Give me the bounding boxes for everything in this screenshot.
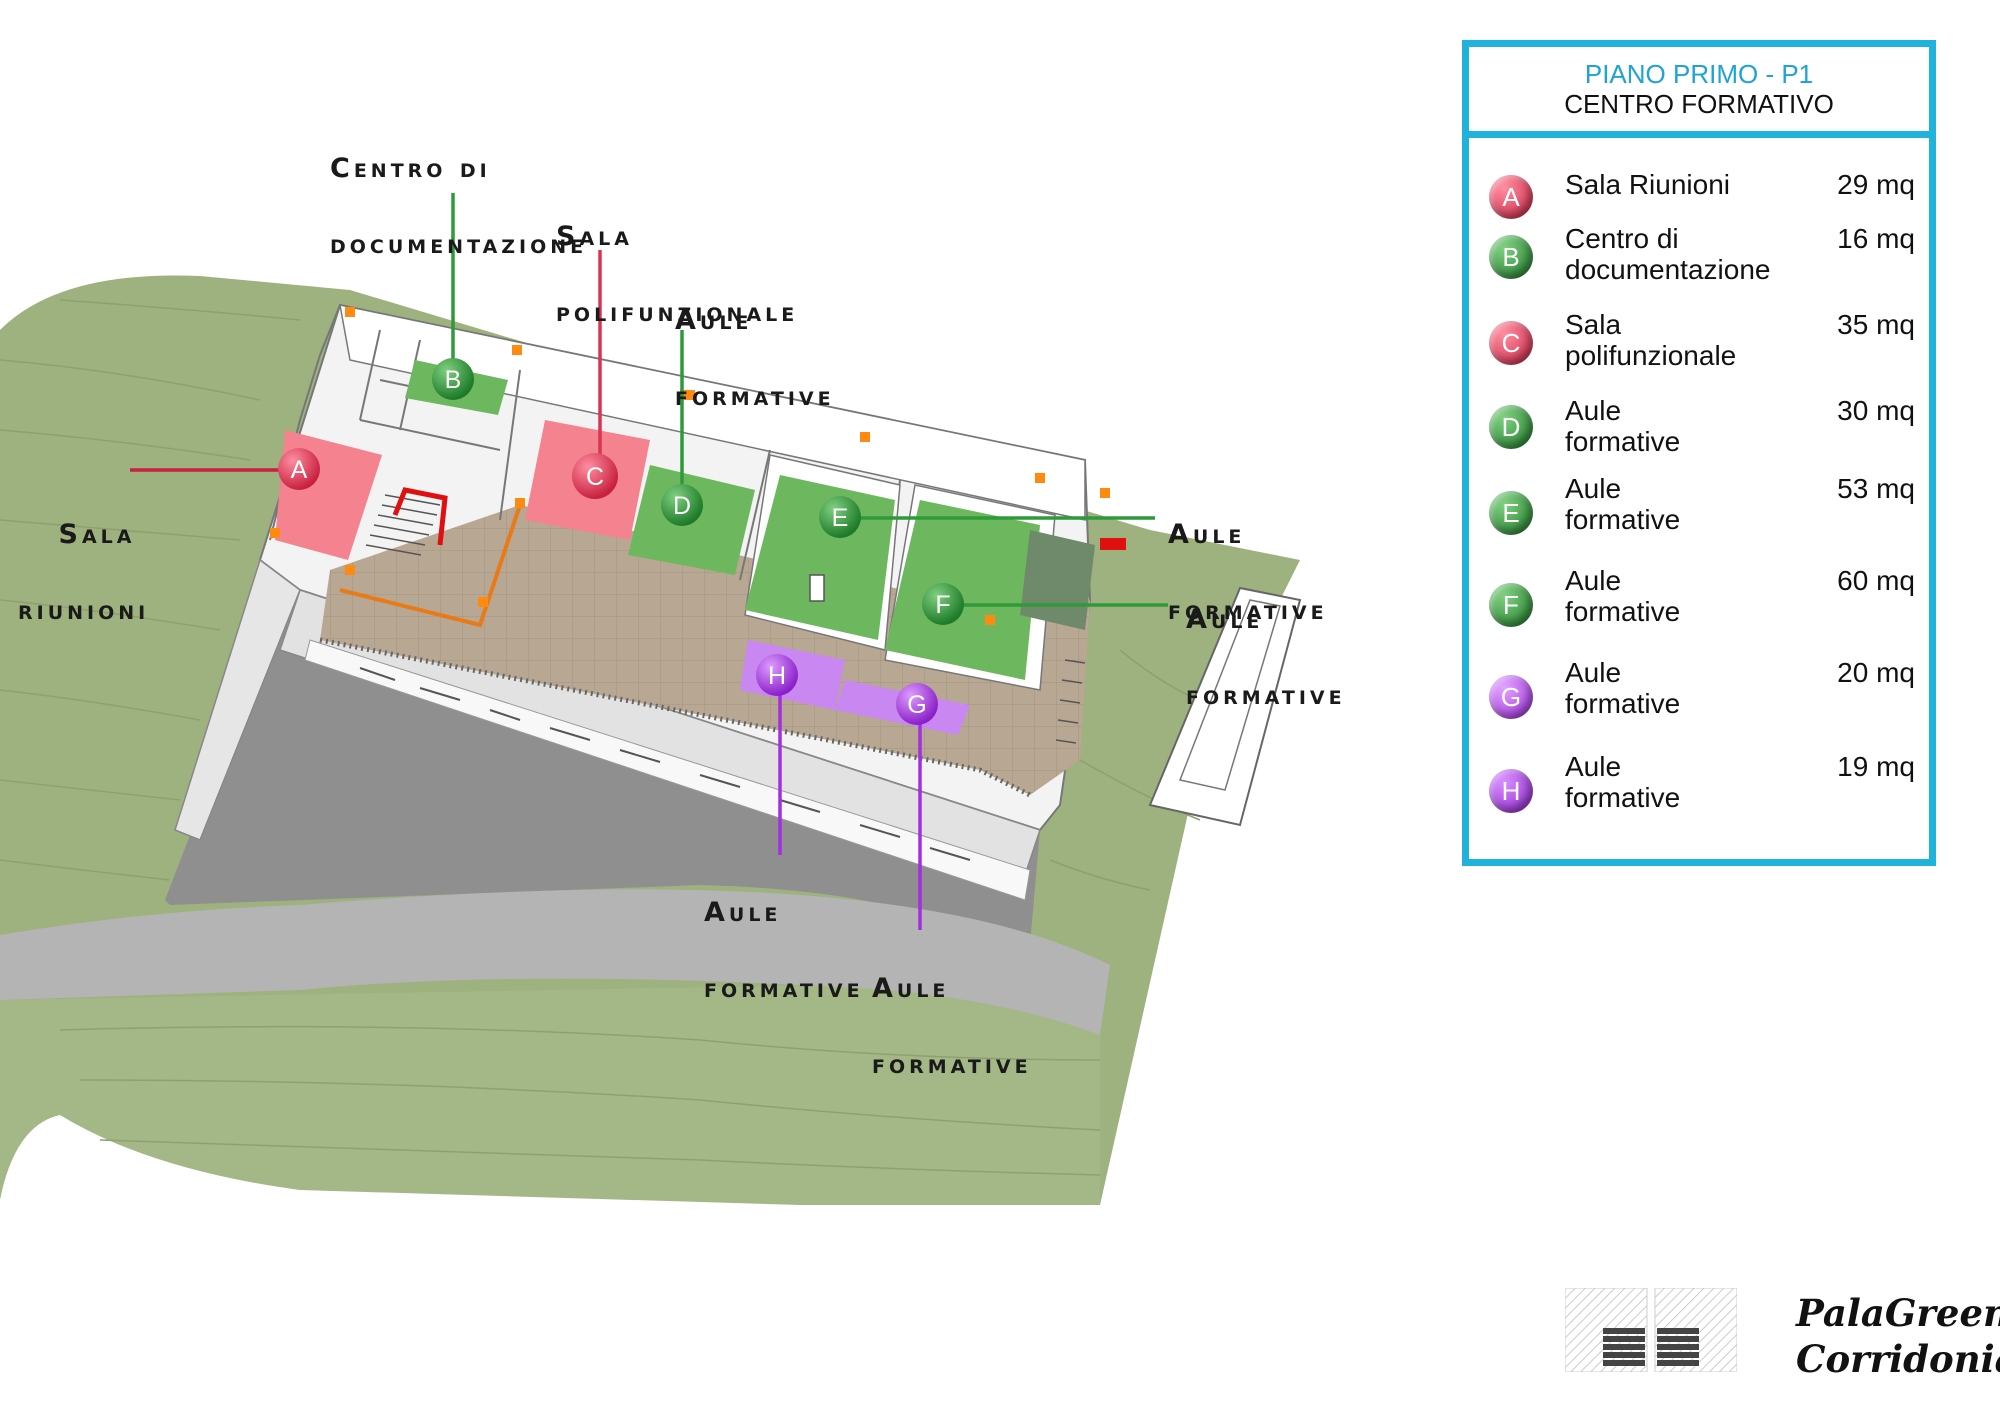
- building-logo-icon: [1565, 1288, 1737, 1372]
- columns: [270, 307, 1110, 625]
- callout-c-line1: Sala: [556, 221, 633, 252]
- callout-b-line2: documentazione: [330, 229, 588, 260]
- brand-wordmark: PalaGreen Corridonia: [1796, 1290, 2000, 1382]
- brand-line1: PalaGreen: [1796, 1291, 2000, 1335]
- plan-badge-b: B: [432, 358, 474, 400]
- legend-area-c: 35 mq: [1837, 309, 1915, 340]
- callout-g: Aule formative: [872, 932, 1032, 1122]
- svg-text:F: F: [935, 591, 950, 619]
- legend-badge-d: D: [1489, 405, 1533, 449]
- legend-name-f: Aule formative: [1565, 565, 1681, 627]
- callout-c: Sala polifunzionale: [556, 180, 798, 370]
- legend-area-g: 20 mq: [1837, 657, 1915, 688]
- grass-terrain-lower: [0, 980, 1100, 1205]
- legend-badge-a: A: [1489, 175, 1533, 219]
- red-marker: [1100, 538, 1126, 550]
- legend-area-b: 16 mq: [1837, 223, 1915, 254]
- callout-f-line2: formative: [1186, 680, 1346, 711]
- plan-badge-e: E: [819, 496, 861, 538]
- callout-e-line2: formative: [1168, 595, 1328, 626]
- legend-header: PIANO PRIMO - P1 CENTRO FORMATIVO: [1469, 47, 1929, 138]
- legend-badge-e: E: [1489, 491, 1533, 535]
- svg-text:C: C: [586, 463, 604, 491]
- legend-name-a: Sala Riunioni: [1565, 169, 1730, 200]
- callout-b-line1: Centro di: [330, 153, 491, 184]
- stairs: [365, 494, 1086, 744]
- plan-badge-f: F: [922, 583, 964, 625]
- legend-panel: PIANO PRIMO - P1 CENTRO FORMATIVO A Sala…: [1462, 40, 1936, 866]
- legend-name-d: Aule formative: [1565, 395, 1681, 457]
- orange-edge: [339, 504, 522, 628]
- road: [0, 889, 1110, 1035]
- legend-badge-f: F: [1489, 583, 1533, 627]
- plan-badge-h: H: [756, 654, 798, 696]
- terrain-edge: [0, 1115, 120, 1230]
- callout-c-line2: polifunzionale: [556, 297, 799, 328]
- legend-badge-h: H: [1489, 769, 1533, 813]
- legend-name-g: Aule formative: [1565, 657, 1681, 719]
- svg-text:E: E: [832, 504, 849, 532]
- legend-badge-b: B: [1489, 235, 1533, 279]
- callout-e: Aule formative: [1168, 478, 1328, 668]
- callout-f-line1: Aule: [1186, 604, 1264, 635]
- callout-a-line2: riunioni: [18, 595, 150, 626]
- callout-d-line1: Aule: [675, 305, 753, 336]
- legend-name-h: Aule formative: [1565, 751, 1681, 813]
- plan-badge-a: A: [278, 448, 320, 490]
- contour-lines: [0, 299, 1251, 1176]
- plan-badge-g: G: [896, 683, 938, 725]
- brand-line2: Corridonia: [1796, 1337, 2000, 1381]
- leader-lines: [130, 193, 1168, 930]
- legend-title: PIANO PRIMO - P1: [1584, 59, 1814, 89]
- legend-badge-g: G: [1489, 675, 1533, 719]
- building-facade-lower: [304, 639, 1031, 901]
- callout-b: Centro di documentazione: [330, 112, 587, 302]
- svg-text:A: A: [291, 456, 308, 484]
- callout-d: Aule formative: [675, 264, 835, 454]
- callout-e-line1: Aule: [1168, 519, 1246, 550]
- north-wing: [339, 304, 1086, 521]
- legend-area-h: 19 mq: [1837, 751, 1915, 782]
- left-wall: [174, 558, 301, 841]
- svg-text:D: D: [673, 492, 691, 520]
- svg-text:G: G: [907, 691, 926, 719]
- callout-g-line1: Aule: [872, 973, 950, 1004]
- callout-g-line2: formative: [872, 1049, 1032, 1080]
- callout-a: Sala riunioni: [18, 478, 176, 668]
- legend-name-e: Aule formative: [1565, 473, 1681, 535]
- callout-f: Aule formative: [1186, 563, 1346, 753]
- legend-badge-c: C: [1489, 321, 1533, 365]
- legend-area-d: 30 mq: [1837, 395, 1915, 426]
- facade-windows: [359, 667, 971, 861]
- callout-h-line1: Aule: [704, 897, 782, 928]
- callout-h: Aule formative: [704, 856, 864, 1046]
- callout-a-line1: Sala: [58, 519, 136, 550]
- plan-badge-c: C: [572, 453, 618, 499]
- stair-railing: [392, 487, 448, 546]
- side-building-inner: [1178, 599, 1281, 791]
- terrace-railing: [319, 637, 1032, 798]
- side-building: [1148, 586, 1302, 827]
- legend-subtitle: CENTRO FORMATIVO: [1564, 89, 1834, 119]
- legend-name-b: Centro di documentazione: [1565, 223, 1771, 285]
- plan-badge-d: D: [661, 484, 703, 526]
- legend-area-e: 53 mq: [1837, 473, 1915, 504]
- legend-area-a: 29 mq: [1837, 169, 1915, 200]
- legend-area-f: 60 mq: [1837, 565, 1915, 596]
- svg-text:B: B: [445, 366, 462, 394]
- callout-d-line2: formative: [675, 381, 835, 412]
- room-f-floor: [885, 500, 1040, 680]
- callout-h-line2: formative: [704, 973, 864, 1004]
- legend-name-c: Sala polifunzionale: [1565, 309, 1737, 371]
- stair-void: [1020, 530, 1095, 630]
- pillar: [809, 574, 825, 602]
- svg-text:H: H: [768, 662, 786, 690]
